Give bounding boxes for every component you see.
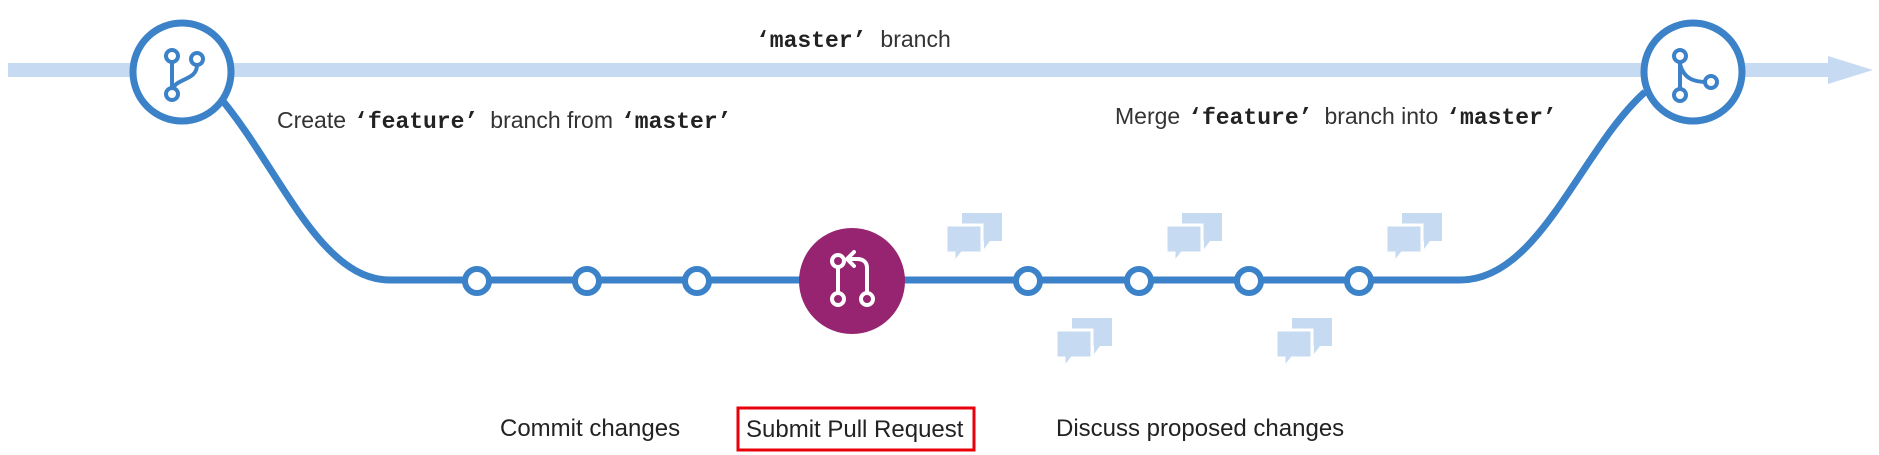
master-branch-arrow (8, 56, 1873, 84)
comment-icons (944, 213, 1442, 373)
comment-bubbles-icon (1384, 213, 1442, 268)
create-branch-label: Create‘feature’branch from‘master’ (277, 107, 731, 135)
comment-bubbles-icon (1164, 213, 1222, 268)
branch-node (129, 19, 235, 125)
commit-dot (1124, 266, 1154, 296)
commit-dot (462, 266, 492, 296)
commit-dot (682, 266, 712, 296)
commit-dot (1013, 266, 1043, 296)
commit-changes-caption: Commit changes (500, 415, 680, 442)
commit-dots (462, 266, 712, 296)
master-branch-label: ‘master’branch (756, 26, 951, 54)
merge-branch-label: Merge‘feature’branch into‘master’ (1115, 103, 1557, 131)
merge-node (1640, 19, 1746, 125)
comment-bubbles-icon (944, 213, 1002, 268)
commit-dot (1234, 266, 1264, 296)
pull-request-node (799, 228, 905, 334)
discuss-changes-caption: Discuss proposed changes (1056, 415, 1344, 442)
commit-dot (1344, 266, 1374, 296)
git-pull-request-icon (830, 250, 875, 307)
comment-bubbles-icon (1274, 318, 1332, 373)
commit-dot (572, 266, 602, 296)
feature-branch-path (219, 89, 1648, 284)
discussion-commit-dots (1013, 266, 1374, 296)
git-merge-icon (1672, 48, 1719, 103)
pull-request-highlight-box (736, 406, 976, 452)
submit-pull-request-caption: Submit Pull Request (746, 416, 964, 443)
comment-bubbles-icon (1054, 318, 1112, 373)
git-branch-icon (164, 48, 205, 102)
